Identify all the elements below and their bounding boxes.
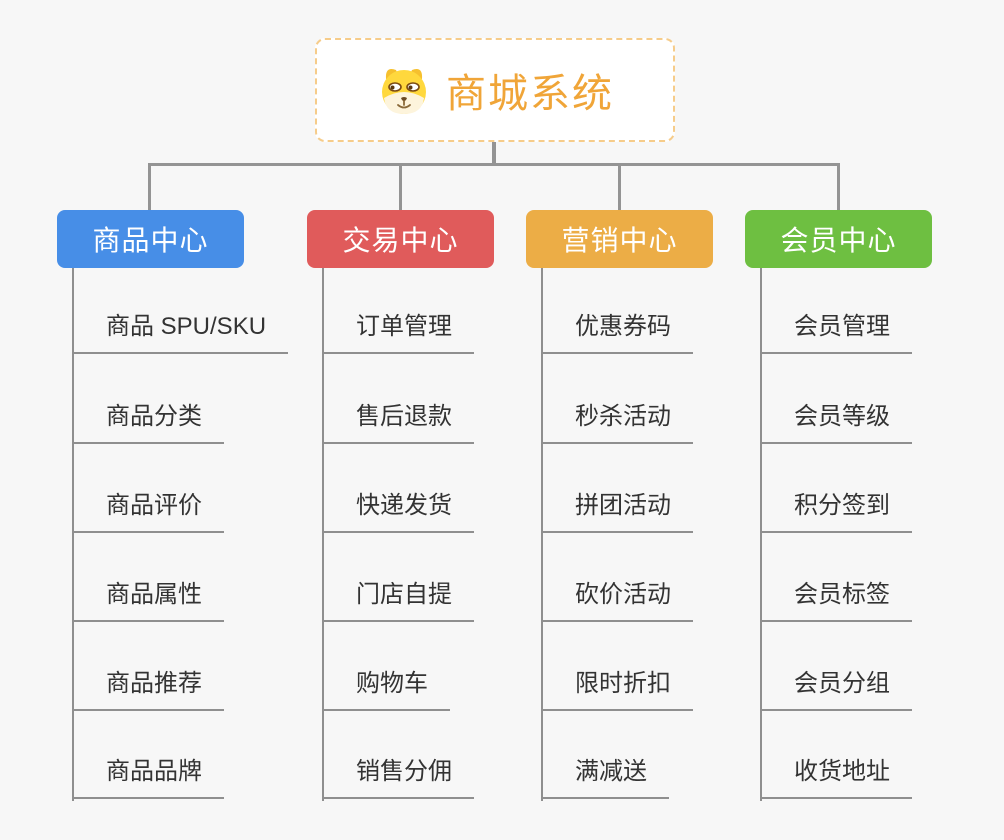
connector-drop-3 [618,166,621,210]
leaf-node[interactable]: 商品分类 [73,400,224,444]
leaf-node[interactable]: 售后退款 [323,400,474,444]
branch-spine [322,268,324,801]
leaf-node[interactable]: 砍价活动 [542,578,693,622]
leaf-node[interactable]: 积分签到 [761,489,912,533]
leaf-node[interactable]: 会员等级 [761,400,912,444]
connector-drop-4 [837,166,840,210]
branch-trade-center: 交易中心 订单管理 售后退款 快递发货 门店自提 购物车 销售分佣 [307,210,494,801]
leaf-node[interactable]: 商品推荐 [73,667,224,711]
branch-label: 营销中心 [561,225,678,256]
branch-label: 会员中心 [780,225,897,256]
branch-label: 商品中心 [92,225,209,256]
leaf-node[interactable]: 商品评价 [73,489,224,533]
leaf-node[interactable]: 限时折扣 [542,667,693,711]
branch-node-product-center[interactable]: 商品中心 [57,210,244,268]
leaf-node[interactable]: 会员管理 [761,310,912,354]
leaf-node[interactable]: 订单管理 [323,310,474,354]
connector-root-drop [492,140,496,166]
dog-face-icon [376,62,432,118]
leaf-node[interactable]: 商品 SPU/SKU [73,310,289,354]
connector-horizontal [148,163,840,166]
leaf-node[interactable]: 销售分佣 [323,755,474,799]
leaf-node[interactable]: 快递发货 [323,489,474,533]
leaf-node[interactable]: 优惠券码 [542,310,693,354]
leaf-node[interactable]: 会员标签 [761,578,912,622]
branch-node-trade-center[interactable]: 交易中心 [307,210,494,268]
leaf-node[interactable]: 秒杀活动 [542,400,693,444]
root-node[interactable]: 商城系统 [315,38,675,142]
branch-spine [72,268,74,801]
branch-label: 交易中心 [342,225,459,256]
leaf-node[interactable]: 商品属性 [73,578,224,622]
branch-member-center: 会员中心 会员管理 会员等级 积分签到 会员标签 会员分组 收货地址 [745,210,932,801]
connector-drop-1 [148,166,151,210]
leaf-node[interactable]: 门店自提 [323,578,474,622]
leaf-node[interactable]: 会员分组 [761,667,912,711]
branch-product-center: 商品中心 商品 SPU/SKU 商品分类 商品评价 商品属性 商品推荐 商品品牌 [57,210,289,801]
leaf-node[interactable]: 购物车 [323,667,450,711]
connector-drop-2 [399,166,402,210]
branch-marketing-center: 营销中心 优惠券码 秒杀活动 拼团活动 砍价活动 限时折扣 满减送 [526,210,713,801]
branch-spine [541,268,543,801]
leaf-node[interactable]: 拼团活动 [542,489,693,533]
leaf-node[interactable]: 满减送 [542,755,669,799]
branch-spine [760,268,762,801]
branch-node-marketing-center[interactable]: 营销中心 [526,210,713,268]
leaf-node[interactable]: 商品品牌 [73,755,224,799]
root-title: 商城系统 [446,72,614,116]
leaf-node[interactable]: 收货地址 [761,755,912,799]
branch-node-member-center[interactable]: 会员中心 [745,210,932,268]
